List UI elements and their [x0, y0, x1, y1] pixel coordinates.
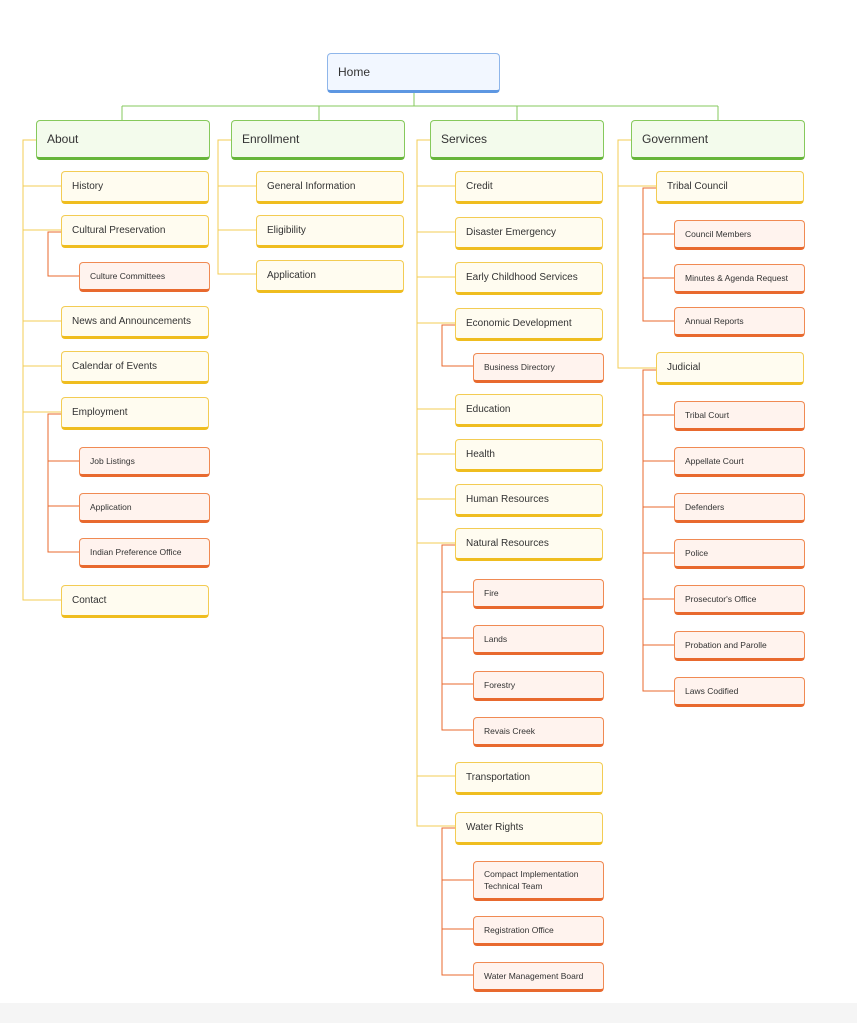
enrollment-application-node[interactable]: Application — [256, 260, 404, 293]
culture-committees-node[interactable]: Culture Committees — [79, 262, 210, 292]
contact-node[interactable]: Contact — [61, 585, 209, 618]
transportation-label: Transportation — [466, 772, 531, 783]
enrollment-node[interactable]: Enrollment — [231, 120, 405, 160]
news-node[interactable]: News and Announcements — [61, 306, 209, 339]
laws-codified-label: Laws Codified — [685, 686, 739, 696]
about-label: About — [47, 132, 79, 146]
education-label: Education — [466, 404, 511, 415]
economic-development-label: Economic Development — [466, 318, 572, 329]
culture-committees-label: Culture Committees — [90, 271, 166, 281]
cultural-preservation-label: Cultural Preservation — [72, 225, 166, 236]
probation-node[interactable]: Probation and Parolle — [674, 631, 805, 661]
enrollment-label: Enrollment — [242, 132, 300, 146]
home-node[interactable]: Home — [327, 53, 500, 93]
water-board-label: Water Management Board — [484, 971, 584, 981]
annual-reports-node[interactable]: Annual Reports — [674, 307, 805, 337]
prosecutor-node[interactable]: Prosecutor's Office — [674, 585, 805, 615]
disaster-label: Disaster Emergency — [466, 227, 557, 238]
government-node[interactable]: Government — [631, 120, 805, 160]
defenders-label: Defenders — [685, 502, 725, 512]
employment-label: Employment — [72, 407, 128, 418]
history-node[interactable]: History — [61, 171, 209, 204]
employment-node[interactable]: Employment — [61, 397, 209, 430]
fire-label: Fire — [484, 588, 499, 598]
fire-node[interactable]: Fire — [473, 579, 604, 609]
lands-node[interactable]: Lands — [473, 625, 604, 655]
news-label: News and Announcements — [72, 316, 191, 327]
appellate-court-label: Appellate Court — [685, 456, 744, 466]
health-node[interactable]: Health — [455, 439, 603, 472]
minutes-agenda-node[interactable]: Minutes & Agenda Request — [674, 264, 805, 294]
lands-label: Lands — [484, 634, 508, 644]
revais-creek-label: Revais Creek — [484, 726, 536, 736]
bottom-bar — [0, 1003, 857, 1023]
forestry-label: Forestry — [484, 680, 516, 690]
calendar-node[interactable]: Calendar of Events — [61, 351, 209, 384]
human-resources-node[interactable]: Human Resources — [455, 484, 603, 517]
police-node[interactable]: Police — [674, 539, 805, 569]
probation-label: Probation and Parolle — [685, 640, 767, 650]
indian-preference-label: Indian Preference Office — [90, 547, 182, 557]
transportation-node[interactable]: Transportation — [455, 762, 603, 795]
cultural-preservation-node[interactable]: Cultural Preservation — [61, 215, 209, 248]
education-node[interactable]: Education — [455, 394, 603, 427]
laws-codified-node[interactable]: Laws Codified — [674, 677, 805, 707]
water-rights-node[interactable]: Water Rights — [455, 812, 603, 845]
about-node[interactable]: About — [36, 120, 210, 160]
registration-office-node[interactable]: Registration Office — [473, 916, 604, 946]
appellate-court-node[interactable]: Appellate Court — [674, 447, 805, 477]
judicial-label: Judicial — [667, 362, 701, 373]
calendar-label: Calendar of Events — [72, 361, 158, 372]
contact-label: Contact — [72, 595, 107, 606]
about-application-label: Application — [90, 502, 132, 512]
early-childhood-node[interactable]: Early Childhood Services — [455, 262, 603, 295]
general-info-label: General Information — [267, 181, 356, 192]
police-label: Police — [685, 548, 709, 558]
prosecutor-label: Prosecutor's Office — [685, 594, 757, 604]
human-resources-label: Human Resources — [466, 494, 549, 505]
history-label: History — [72, 181, 104, 192]
eligibility-label: Eligibility — [267, 225, 306, 236]
tribal-court-node[interactable]: Tribal Court — [674, 401, 805, 431]
compact-team-label: Compact Implementation Technical Team — [484, 869, 579, 891]
job-listings-label: Job Listings — [90, 456, 135, 466]
annual-reports-label: Annual Reports — [685, 316, 744, 326]
council-members-label: Council Members — [685, 229, 752, 239]
judicial-node[interactable]: Judicial — [656, 352, 804, 385]
business-directory-node[interactable]: Business Directory — [473, 353, 604, 383]
minutes-agenda-label: Minutes & Agenda Request — [685, 273, 789, 283]
natural-resources-label: Natural Resources — [466, 538, 549, 549]
general-info-node[interactable]: General Information — [256, 171, 404, 204]
business-directory-label: Business Directory — [484, 362, 555, 372]
home-label: Home — [338, 65, 371, 79]
water-rights-label: Water Rights — [466, 822, 524, 833]
registration-office-label: Registration Office — [484, 925, 554, 935]
enrollment-application-label: Application — [267, 270, 316, 281]
tribal-council-node[interactable]: Tribal Council — [656, 171, 804, 204]
defenders-node[interactable]: Defenders — [674, 493, 805, 523]
economic-development-node[interactable]: Economic Development — [455, 308, 603, 341]
revais-creek-node[interactable]: Revais Creek — [473, 717, 604, 747]
forestry-node[interactable]: Forestry — [473, 671, 604, 701]
health-label: Health — [466, 449, 495, 460]
tribal-court-label: Tribal Court — [685, 410, 730, 420]
credit-label: Credit — [466, 181, 493, 192]
government-label: Government — [642, 132, 709, 146]
council-members-node[interactable]: Council Members — [674, 220, 805, 250]
credit-node[interactable]: Credit — [455, 171, 603, 204]
compact-team-node[interactable]: Compact Implementation Technical Team — [473, 861, 604, 901]
natural-resources-node[interactable]: Natural Resources — [455, 528, 603, 561]
services-label: Services — [441, 132, 488, 146]
about-application-node[interactable]: Application — [79, 493, 210, 523]
water-board-node[interactable]: Water Management Board — [473, 962, 604, 992]
disaster-node[interactable]: Disaster Emergency — [455, 217, 603, 250]
indian-preference-node[interactable]: Indian Preference Office — [79, 538, 210, 568]
early-childhood-label: Early Childhood Services — [466, 272, 578, 283]
job-listings-node[interactable]: Job Listings — [79, 447, 210, 477]
tribal-council-label: Tribal Council — [667, 181, 728, 192]
eligibility-node[interactable]: Eligibility — [256, 215, 404, 248]
services-node[interactable]: Services — [430, 120, 604, 160]
